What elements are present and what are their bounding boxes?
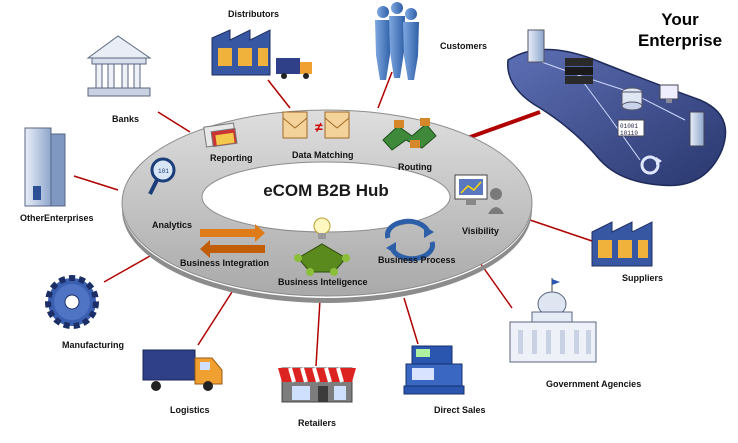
database-icon	[621, 87, 643, 111]
partner-direct-sales: Direct Sales	[403, 345, 486, 415]
factory-warehouse-icon	[591, 221, 653, 267]
cash-register-icon	[403, 345, 465, 395]
partner-retailers: Retailers	[278, 367, 356, 428]
module-reporting: Reporting	[203, 122, 253, 163]
monitor-icon	[454, 174, 504, 214]
connector-retailers	[315, 299, 321, 367]
reporting-icon	[203, 122, 238, 148]
module-label: Visibility	[462, 226, 499, 236]
connector-logistics	[197, 291, 233, 346]
connector-suppliers	[529, 219, 596, 243]
module-analytics: 101 Analytics	[148, 157, 192, 230]
partner-manufacturing: Manufacturing	[45, 275, 124, 350]
binary-data-icon: 01001 10110	[617, 119, 645, 137]
enterprise-title-line1: Your	[661, 10, 699, 29]
svg-text:≠: ≠	[315, 119, 323, 135]
capitol-building-icon	[509, 278, 597, 363]
cycle-arrows-icon	[385, 218, 435, 262]
module-data-matching: ≠ Data Matching	[282, 111, 354, 160]
module-label: Business Integration	[180, 258, 269, 268]
module-label: Business Process	[378, 255, 456, 265]
module-routing: Routing	[382, 118, 437, 172]
bank-building-icon	[86, 35, 152, 97]
module-label: Reporting	[210, 153, 253, 163]
module-business-integration: Business Integration	[180, 224, 269, 268]
delivery-truck-icon	[142, 349, 223, 391]
warehouse-truck-icon	[211, 29, 312, 79]
svg-text:101: 101	[158, 168, 169, 175]
envelope-pair-icon: ≠	[282, 111, 350, 139]
partner-label: Suppliers	[622, 273, 663, 283]
connector-customers	[377, 71, 393, 109]
enterprise-platform	[507, 48, 727, 187]
partner-label: Logistics	[170, 405, 210, 415]
people-group-icon	[375, 2, 419, 80]
module-business-intelligence: Business Inteligence	[278, 217, 368, 287]
module-label: Analytics	[152, 220, 192, 230]
partner-label: Banks	[112, 114, 139, 124]
connector-other-enterprises	[73, 175, 119, 191]
gear-icon	[45, 275, 99, 329]
partner-suppliers: Suppliers	[591, 221, 663, 283]
connector-banks	[157, 111, 191, 133]
connector-manufacturing	[103, 255, 151, 283]
exchange-arrows-icon	[200, 224, 265, 258]
partner-label: Retailers	[298, 418, 336, 428]
svg-text:01001: 01001	[620, 123, 638, 130]
partner-distributors: Distributors	[211, 9, 312, 79]
partner-label: Customers	[440, 41, 487, 51]
enterprise-cluster: Your Enterprise 01001	[507, 10, 727, 187]
office-tower-icon	[24, 127, 66, 207]
partner-label: Government Agencies	[546, 379, 641, 389]
partner-label: Distributors	[228, 9, 279, 19]
svg-text:10110: 10110	[620, 130, 638, 137]
partner-customers: Customers	[375, 2, 487, 80]
desktop-computer-icon	[659, 84, 679, 103]
module-label: Routing	[398, 162, 432, 172]
partner-banks: Banks	[86, 35, 152, 124]
enterprise-title-line2: Enterprise	[638, 31, 722, 50]
hub-title: eCOM B2B Hub	[263, 181, 389, 200]
server-stack-icon	[565, 58, 593, 84]
hub-ring: eCOM B2B Hub	[121, 109, 533, 303]
module-visibility: Visibility	[454, 174, 504, 236]
connector-enterprise	[461, 110, 541, 142]
partner-government: Government Agencies	[509, 278, 641, 389]
sync-icon	[640, 155, 662, 175]
module-label: Data Matching	[292, 150, 354, 160]
magnifier-icon: 101	[148, 157, 176, 195]
module-business-process: Business Process	[378, 218, 456, 265]
partner-label: OtherEnterprises	[20, 213, 94, 223]
partner-label: Manufacturing	[62, 340, 124, 350]
connector-direct-sales	[403, 297, 419, 345]
module-label: Business Inteligence	[278, 277, 368, 287]
lightbulb-network-icon	[294, 217, 350, 276]
partner-logistics: Logistics	[142, 349, 223, 415]
storefront-icon	[278, 367, 356, 403]
partner-label: Direct Sales	[434, 405, 486, 415]
server-tower-icon	[689, 111, 705, 147]
connector-distributors	[267, 79, 291, 109]
partner-other-enterprises: OtherEnterprises	[20, 127, 94, 223]
routing-icon	[382, 118, 437, 151]
enterprise-tower-icon	[527, 29, 545, 63]
